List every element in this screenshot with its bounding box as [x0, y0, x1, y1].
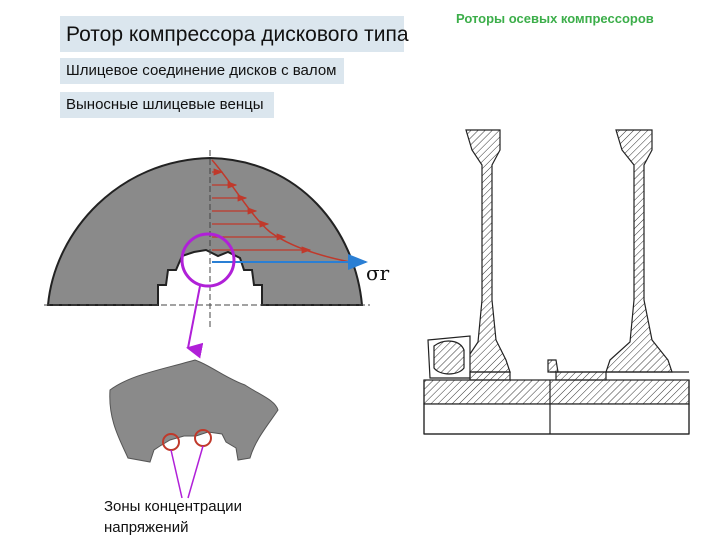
stress-arrows — [212, 168, 312, 254]
annotation-line-1: Зоны концентрации — [104, 498, 242, 515]
page-title: Ротор компрессора дискового типа — [60, 16, 409, 52]
stress-zones-annotation: Зоны концентрации напряжений — [104, 496, 242, 538]
stress-symbol: σr — [366, 261, 390, 285]
bullet-spline-rims: Выносные шлицевые венцы — [60, 92, 274, 118]
bullet-spline-joint: Шлицевое соединение дисков с валом — [60, 58, 344, 84]
slide-section-label: Роторы осевых компрессоров — [456, 11, 654, 26]
annotation-line-2: напряжений — [104, 519, 189, 536]
stress-curve — [211, 159, 351, 263]
half-disk-shape — [46, 156, 364, 306]
page-title-text: Ротор компрессора дискового типа — [66, 23, 409, 46]
spline-zone-highlight — [180, 232, 236, 288]
zoomed-disk-fragment — [109, 359, 279, 463]
rotor-cross-section — [423, 129, 690, 435]
zoom-pointer — [186, 285, 204, 359]
